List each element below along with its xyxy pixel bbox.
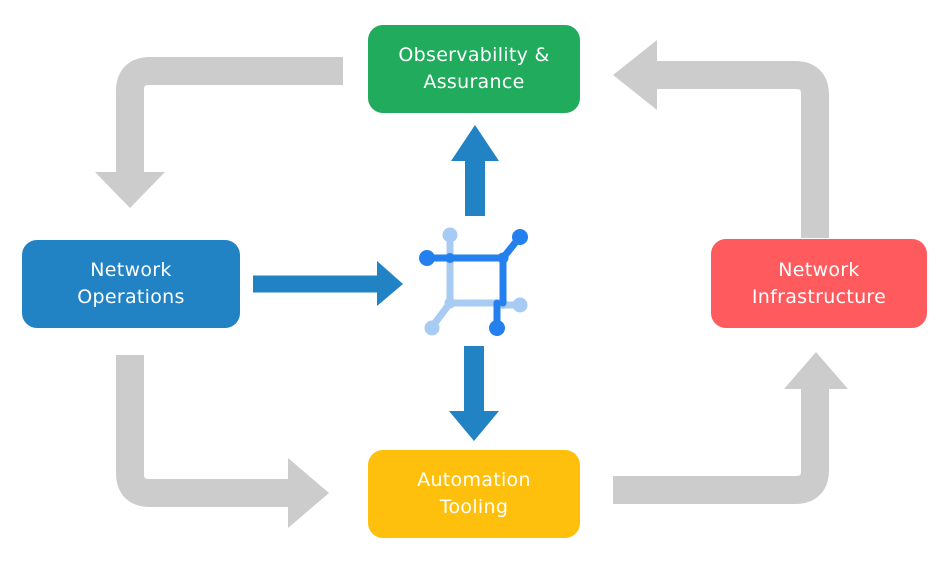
gray-arrowheads — [95, 40, 848, 528]
node-label-line: Automation — [417, 469, 531, 491]
mesh-joint-light — [444, 297, 456, 309]
node-label-line: Assurance — [423, 71, 525, 93]
arrowhead-left-icon — [613, 40, 657, 110]
node-label-line: Tooling — [439, 496, 509, 518]
node-label-line: Operations — [77, 286, 185, 308]
mesh-node-dark-top-right — [512, 229, 528, 245]
mesh-joint-dark-2 — [445, 253, 455, 263]
blue-arrowheads — [377, 125, 499, 441]
mesh-node-dark-bottom — [489, 320, 505, 336]
node-label-line: Network — [778, 258, 860, 281]
gray-arrow-bodies — [116, 57, 829, 507]
arrowhead-right-icon — [377, 261, 403, 306]
mesh-node-light-bottom-left — [424, 320, 440, 336]
node-observability-assurance: Observability & Assurance — [368, 25, 580, 113]
node-label-line: Network — [90, 259, 172, 281]
blue-arrow-bodies — [253, 160, 485, 412]
node-network-infrastructure: Network Infrastructure — [711, 239, 927, 328]
arrow-tooling-to-infrastructure — [613, 389, 829, 504]
arrow-operations-to-tooling — [116, 355, 288, 507]
node-label-line: Infrastructure — [751, 285, 887, 308]
node-label-line: Observability & — [398, 44, 550, 66]
arrow-infrastructure-to-observability — [657, 61, 829, 238]
mesh-node-light-top — [442, 227, 458, 243]
node-network-operations: Network Operations — [22, 240, 240, 328]
node-automation-tooling: Automation Tooling — [368, 450, 580, 538]
arrowhead-right-icon — [288, 458, 329, 528]
arrowhead-down-icon — [449, 411, 499, 441]
mesh-node-light-right — [512, 297, 528, 313]
arrowhead-up-icon — [784, 352, 848, 389]
network-mesh-icon — [419, 227, 528, 336]
arrow-observability-to-operations — [116, 57, 343, 173]
mesh-node-dark-left — [419, 250, 435, 266]
arrowhead-up-icon — [451, 125, 499, 161]
mesh-joint-dark — [497, 252, 509, 264]
arrowhead-down-icon — [95, 172, 165, 208]
